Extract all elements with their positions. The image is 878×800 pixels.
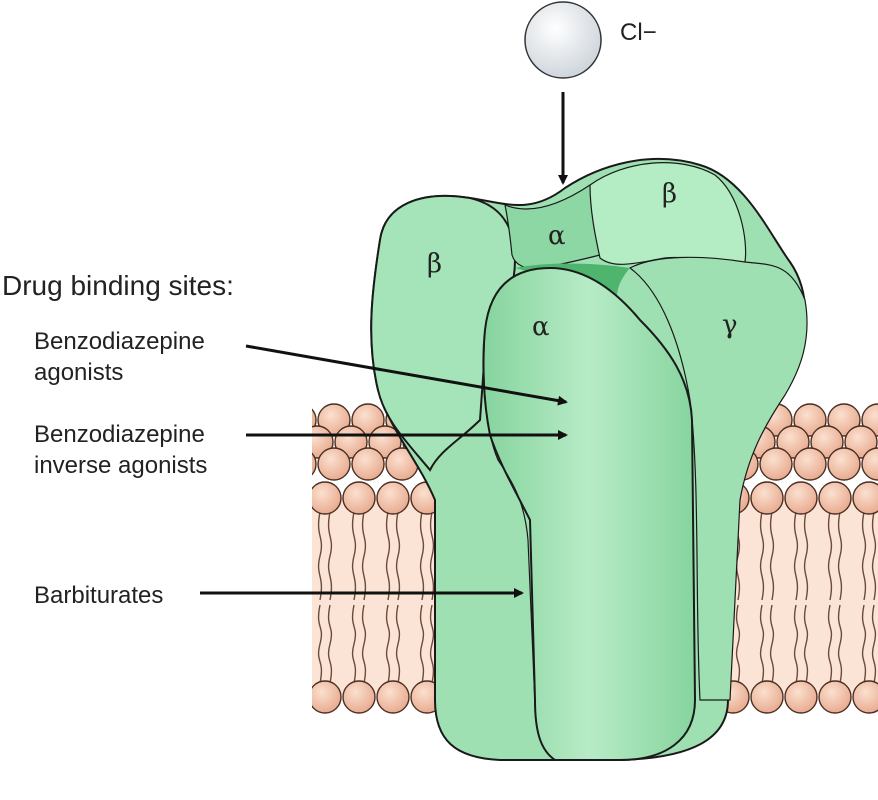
lipid-tail: [419, 511, 425, 601]
lipid-tail: [385, 604, 391, 684]
lipid-head: [312, 408, 317, 432]
lipid-head: [750, 680, 784, 714]
lipid-tail: [395, 511, 401, 601]
lipid-head: [784, 481, 818, 515]
chloride-ion: [524, 1, 602, 79]
lipid-head: [852, 481, 878, 515]
lipid-head: [750, 481, 784, 515]
lipid-head: [827, 447, 861, 481]
lipid-tail: [793, 511, 799, 601]
lipid-tail: [803, 511, 809, 601]
lipid-tail: [419, 604, 425, 684]
lipid-head: [784, 680, 818, 714]
subunit-label-alpha-front: α: [532, 312, 550, 342]
lipid-head: [312, 680, 342, 714]
lipid-tail: [735, 604, 741, 684]
lipid-tail: [769, 511, 775, 601]
lipid-tail: [361, 511, 367, 601]
lipid-tail: [837, 604, 843, 684]
lipid-tail: [429, 604, 435, 684]
lipid-head: [312, 452, 317, 476]
subunit-label-beta-back: β: [662, 179, 677, 209]
lipid-tail: [759, 604, 765, 684]
lipid-tail: [793, 604, 799, 684]
alpha-front-fold: [483, 329, 536, 706]
arrow-bzd-agonists: [245, 344, 568, 406]
lipid-tail: [395, 604, 401, 684]
site-label-bzd-inverse-line1: Benzodiazepine: [34, 421, 205, 448]
lipid-tail: [871, 604, 877, 684]
lipid-head: [351, 447, 385, 481]
receptor-protein: [370, 158, 808, 761]
ion-label: Cl−: [620, 19, 657, 46]
lipid-head: [376, 481, 410, 515]
site-label-barbiturates: Barbiturates: [34, 582, 163, 609]
lipid-head: [759, 447, 793, 481]
subunit-label-beta-left: β: [427, 249, 442, 279]
alpha-front-subunit: [482, 266, 697, 761]
lipid-tail: [327, 511, 333, 601]
lipid-head: [861, 447, 878, 481]
lipid-tail: [769, 604, 775, 684]
lipid-head: [312, 481, 342, 515]
lipid-head: [342, 680, 376, 714]
lipid-tail: [385, 511, 391, 601]
lipid-tail: [827, 604, 833, 684]
lipid-tail: [351, 511, 357, 601]
lipid-tail: [327, 604, 333, 684]
drug-binding-heading: Drug binding sites:: [2, 270, 234, 301]
lipid-tail: [861, 511, 867, 601]
lipid-tail: [861, 604, 867, 684]
lipid-head: [793, 447, 827, 481]
lipid-head: [818, 481, 852, 515]
lipid-head: [852, 680, 878, 714]
beta-left-subunit: [370, 194, 517, 472]
lipid-head: [317, 447, 351, 481]
lipid-tail: [827, 511, 833, 601]
alpha-back-subunit: [504, 184, 601, 270]
site-label-bzd-inverse-line2: inverse agonists: [34, 452, 207, 479]
lipid-tail: [759, 511, 765, 601]
lipid-tail: [429, 511, 435, 601]
site-label-bzd-agonists-line2: agonists: [34, 359, 123, 386]
lipid-tail: [317, 604, 323, 684]
lipid-tail: [871, 511, 877, 601]
site-label-bzd-agonists-line1: Benzodiazepine: [34, 328, 205, 355]
lipid-tail: [317, 511, 323, 601]
lipid-tail: [361, 604, 367, 684]
lipid-head: [342, 481, 376, 515]
subunit-label-gamma: γ: [722, 310, 738, 340]
subunit-label-alpha-back: α: [548, 221, 566, 251]
lipid-tail: [837, 511, 843, 601]
lipid-head: [376, 680, 410, 714]
lipid-tail: [351, 604, 357, 684]
lipid-head: [818, 680, 852, 714]
lipid-tail: [803, 604, 809, 684]
